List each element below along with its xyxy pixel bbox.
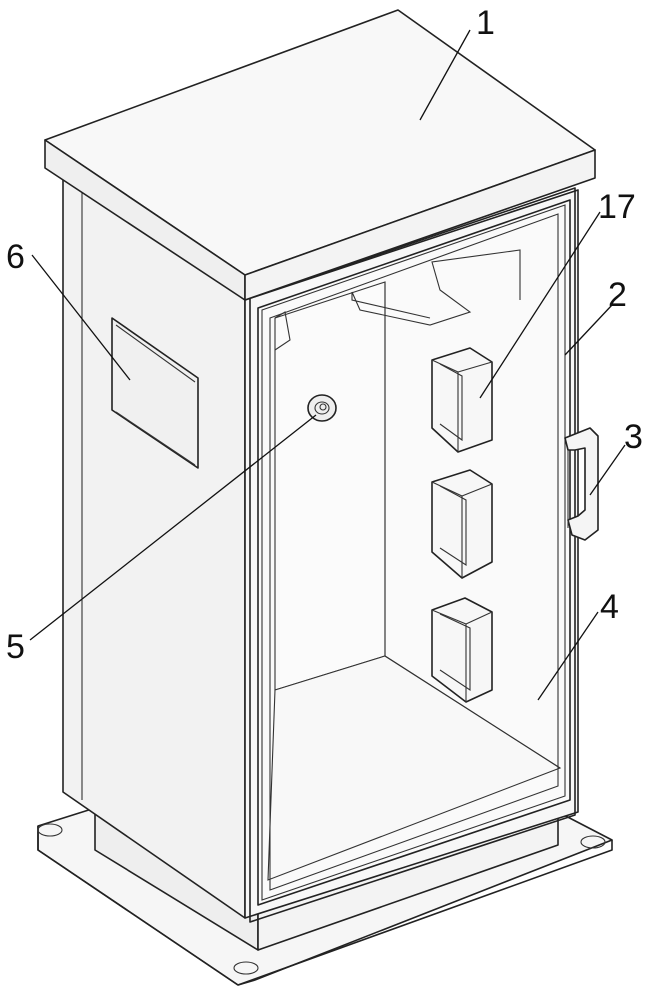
label-6: 6 [6,238,25,276]
label-5: 5 [6,628,25,666]
label-4: 4 [600,588,619,626]
cable-clip-top [432,348,492,452]
label-1: 1 [476,4,495,42]
label-2: 2 [608,276,627,314]
label-17: 17 [598,188,636,226]
cable-clips [432,348,492,702]
label-3: 3 [624,418,643,456]
mounting-nut [308,395,336,421]
